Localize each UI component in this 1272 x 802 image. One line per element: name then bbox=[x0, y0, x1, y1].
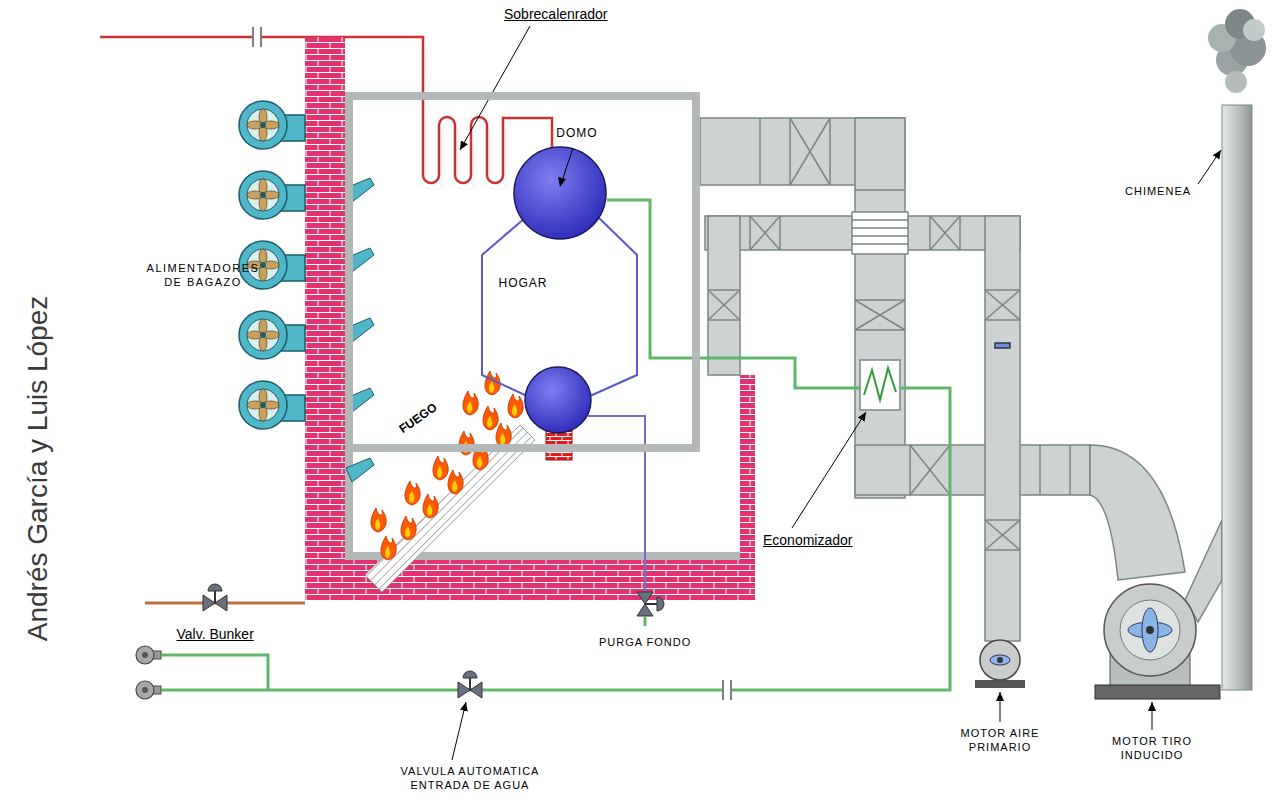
node-label: DOMO bbox=[556, 126, 597, 140]
part-name: MOTOR TIRO INDUCIDO bbox=[1105, 735, 1200, 763]
leader-lines bbox=[452, 26, 1221, 760]
ductwork bbox=[700, 118, 1222, 641]
grate-fire bbox=[365, 371, 535, 592]
furnace-box: HOGAR DOMO bbox=[345, 92, 700, 452]
part-name: ALIMENTADORES DE BAGAZO bbox=[139, 262, 267, 290]
node-label: HOGAR bbox=[498, 276, 547, 290]
brick-wall bbox=[305, 37, 755, 600]
drum-shape bbox=[513, 146, 607, 240]
primary-air-motor bbox=[975, 640, 1025, 688]
part-name: FUEGO bbox=[396, 400, 440, 437]
induced-draft-motor bbox=[1095, 584, 1220, 699]
part-name: Valv. Bunker bbox=[177, 626, 254, 644]
part-name: Sobrecalenrador bbox=[504, 6, 608, 24]
chimney bbox=[1208, 9, 1266, 690]
part-name: PURGA FONDO bbox=[599, 636, 691, 650]
part-name: VALVULA AUTOMATICA ENTRADA DE AGUA bbox=[395, 765, 545, 793]
part-name: CHIMENEA bbox=[1125, 185, 1191, 199]
part-name: MOTOR AIRE PRIMARIO bbox=[953, 727, 1048, 755]
bagasse-feeders bbox=[239, 101, 374, 482]
bunker-valve bbox=[145, 584, 305, 611]
part-name: Economizador bbox=[763, 532, 853, 550]
steam-drum: DOMO bbox=[513, 146, 607, 240]
author-credit: Andrés García y Luis López bbox=[20, 295, 55, 641]
water-tubes bbox=[482, 216, 664, 626]
